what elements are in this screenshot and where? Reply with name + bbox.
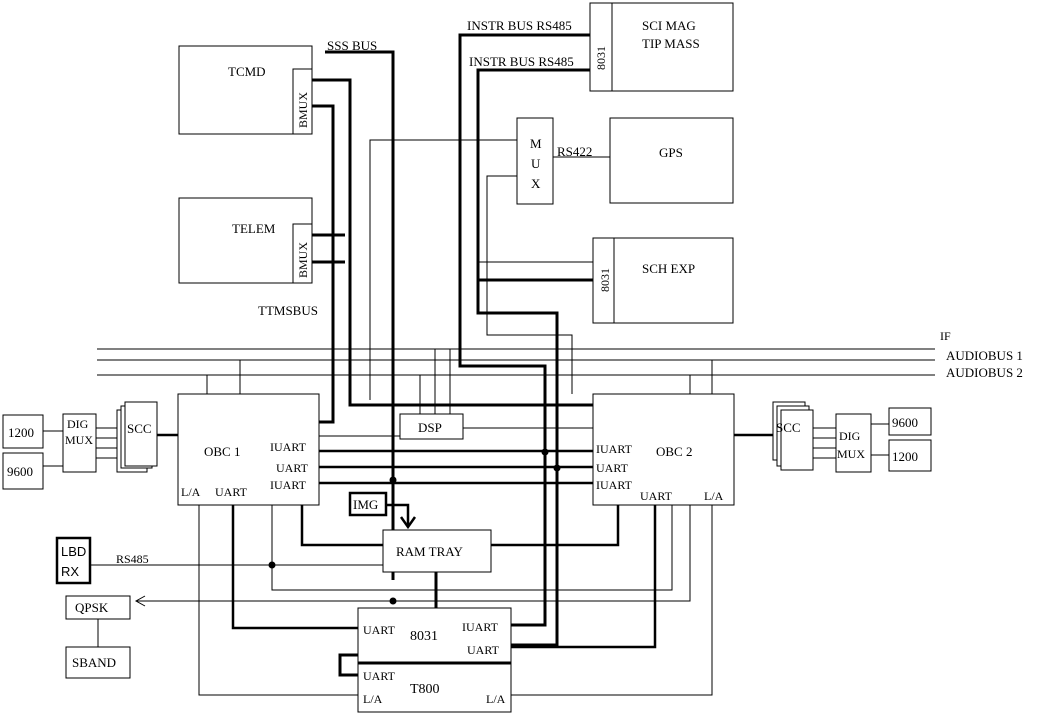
audiobus-2: AUDIOBUS 2	[97, 365, 1023, 380]
right-rate-1200: 1200	[892, 449, 918, 464]
img-label: IMG	[353, 497, 378, 512]
audiobus-2-label: AUDIOBUS 2	[946, 365, 1023, 380]
bottom-la-right: L/A	[486, 692, 506, 706]
bottom-uart-mid-right: UART	[467, 643, 500, 657]
bottom-cpu-t800: T800	[410, 682, 440, 697]
mux-letter-m: M	[530, 136, 542, 151]
sci-mag-label-2: TIP MASS	[642, 36, 700, 51]
mux-block: M U X	[516, 117, 554, 205]
dsp-block: DSP	[399, 413, 464, 440]
obc2-uart-bottom: UART	[640, 489, 673, 503]
rs485-label: RS485	[116, 552, 149, 566]
bottom-uart-bottom-left: UART	[363, 669, 396, 683]
qpsk-label: QPSK	[75, 600, 109, 615]
right-dig-mux-label-1: DIG	[839, 429, 861, 443]
bottom-cpu-8031: 8031	[410, 629, 438, 644]
right-scc-label: SCC	[776, 420, 801, 435]
instr-bus-1-label: INSTR BUS RS485	[467, 18, 572, 33]
qpsk-block: QPSK	[65, 595, 131, 647]
obc2-iuart-2: IUART	[596, 478, 633, 492]
obc1-iuart-2: IUART	[270, 478, 307, 492]
right-comm-chain: SCC DIG MUX 9600 1200	[772, 401, 932, 473]
if-bus-label: IF	[940, 329, 951, 343]
lbd-rx-block: LBD RX	[55, 536, 92, 585]
telem-label: TELEM	[232, 221, 276, 236]
sch-exp-block: 8031 SCH EXP	[592, 237, 734, 324]
obc2-uart: UART	[596, 461, 629, 475]
bottom-uart-top-left: UART	[363, 623, 396, 637]
bottom-iuart-top-right: IUART	[462, 620, 499, 634]
audiobus-1: AUDIOBUS 1	[97, 348, 1023, 363]
tcmd-block: TCMD BMUX	[178, 45, 313, 135]
right-dig-mux-label-2: MUX	[837, 447, 865, 461]
telem-bmux-label: BMUX	[296, 242, 310, 278]
instr-bus-2-label: INSTR BUS RS485	[469, 54, 574, 69]
lbd-rx-label-2: RX	[61, 564, 79, 579]
obc1-la: L/A	[181, 485, 201, 499]
sss-bus-label: SSS BUS	[327, 38, 377, 53]
left-dig-mux-label-1: DIG	[67, 417, 89, 431]
gps-block: GPS	[609, 117, 734, 204]
obc2-la: L/A	[704, 489, 724, 503]
bus-drops	[206, 349, 713, 414]
img-block: IMG	[348, 491, 388, 517]
ram-tray-label: RAM TRAY	[396, 544, 463, 559]
mux-letter-x: X	[531, 176, 541, 191]
sci-mag-block: 8031 SCI MAG TIP MASS	[589, 2, 734, 92]
tcmd-label: TCMD	[228, 64, 266, 79]
obc-links	[319, 427, 593, 485]
obc1-iuart-1: IUART	[270, 440, 307, 454]
sci-mag-label-1: SCI MAG	[642, 18, 696, 33]
sch-exp-label: SCH EXP	[642, 261, 695, 276]
right-rate-9600: 9600	[892, 415, 918, 430]
obc2-iuart-1: IUART	[596, 442, 633, 456]
gps-label: GPS	[659, 145, 683, 160]
bottom-cpu-unit: UART 8031 IUART UART UART T800 L/A L/A	[338, 607, 512, 713]
sch-exp-cpu-label: 8031	[598, 268, 612, 292]
mux-letter-u: U	[531, 156, 541, 171]
obc1-block: OBC 1 IUART UART IUART L/A UART	[177, 393, 320, 506]
if-bus: IF	[97, 329, 951, 350]
audiobus-1-label: AUDIOBUS 1	[946, 348, 1023, 363]
left-dig-mux-label-2: MUX	[65, 433, 93, 447]
left-comm-chain: 1200 9600 DIG MUX SCC	[2, 401, 158, 490]
ttms-bus-label: TTMSBUS	[258, 303, 318, 318]
lbd-rx-label-1: LBD	[61, 544, 86, 559]
sband-label: SBAND	[72, 655, 116, 670]
obc1-title: OBC 1	[204, 444, 240, 459]
left-rate-1200: 1200	[8, 425, 34, 440]
tcmd-bmux-label: BMUX	[296, 92, 310, 128]
obc1-uart-bottom: UART	[215, 485, 248, 499]
sband-block: SBAND	[65, 646, 131, 679]
left-scc-label: SCC	[127, 421, 152, 436]
telem-block: TELEM BMUX	[178, 197, 313, 284]
sci-mag-cpu-label: 8031	[594, 46, 608, 70]
obc2-title: OBC 2	[656, 444, 692, 459]
rs422-label: RS422	[557, 144, 592, 159]
left-rate-9600: 9600	[7, 464, 33, 479]
obc1-uart: UART	[276, 461, 309, 475]
bottom-la-left: L/A	[363, 692, 383, 706]
obc2-block: OBC 2 IUART UART IUART UART L/A	[592, 393, 735, 506]
dsp-label: DSP	[418, 420, 442, 435]
ram-tray-block: RAM TRAY	[382, 529, 492, 573]
